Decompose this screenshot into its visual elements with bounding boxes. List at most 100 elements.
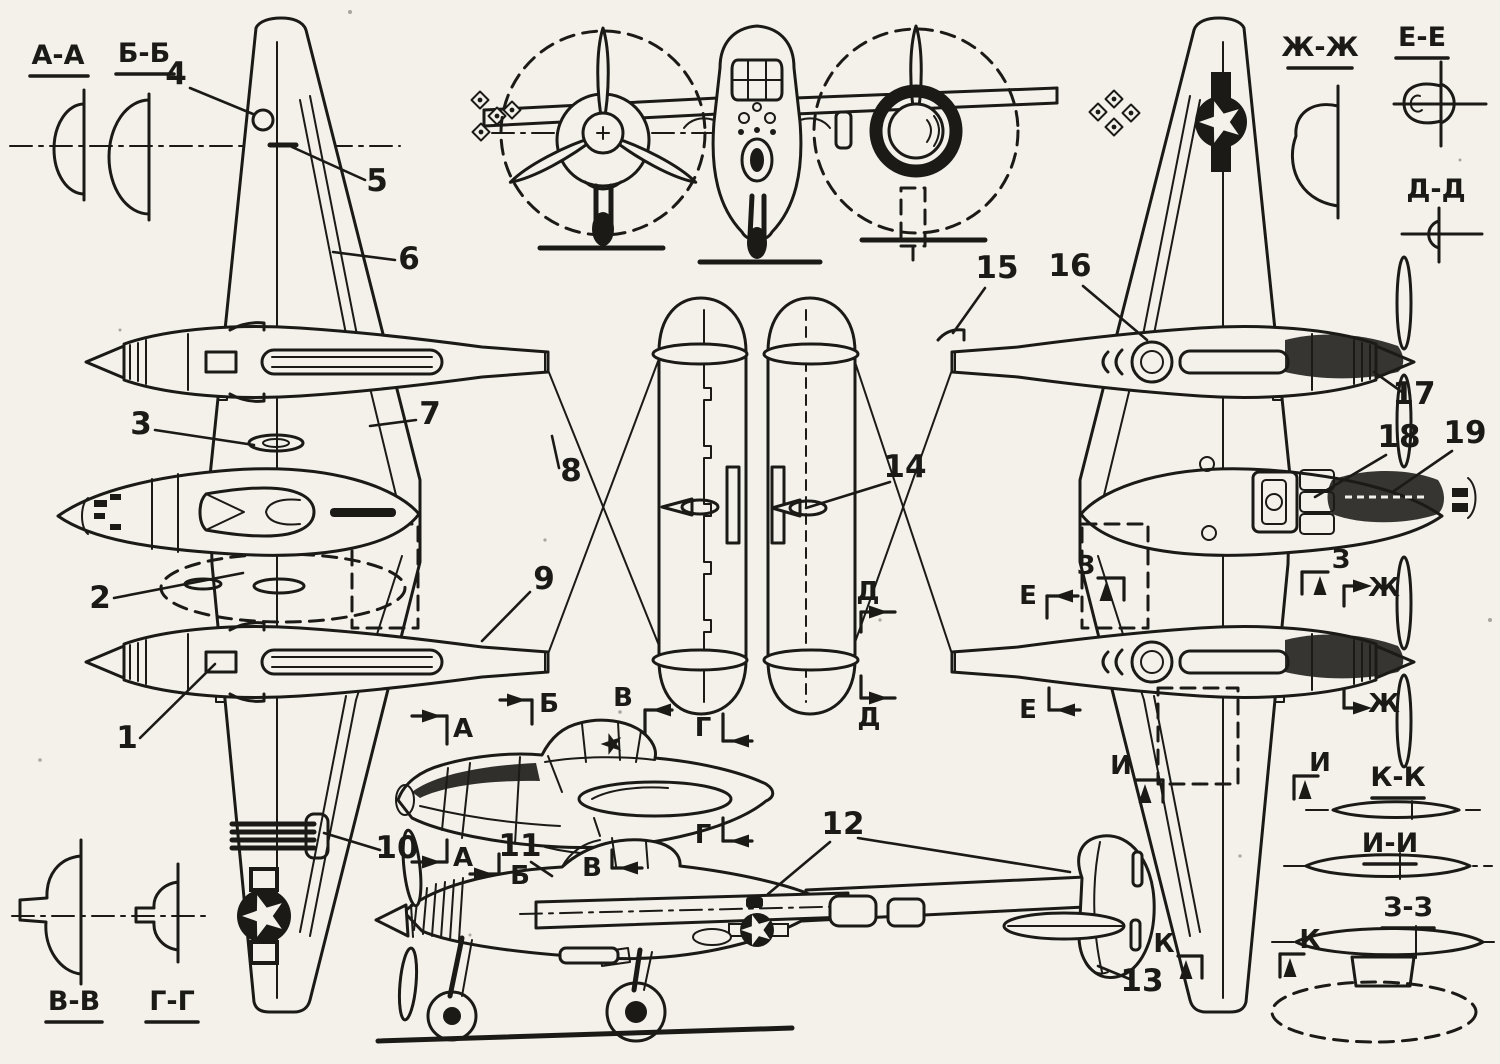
cut-letter: Г	[695, 713, 712, 743]
radiator-ribs	[229, 812, 330, 860]
section-label: З-З	[1383, 892, 1433, 923]
callout-leader	[951, 286, 987, 335]
cut-letter: Ж	[1368, 689, 1400, 719]
cut-arrow	[1313, 576, 1327, 595]
callout-leader	[368, 418, 418, 428]
cut-arrow	[422, 709, 441, 723]
cut-arrow	[1138, 784, 1152, 803]
callout-number: 9	[533, 561, 555, 597]
front-fuselage-pod	[683, 24, 831, 265]
callout-number: 6	[398, 241, 420, 277]
callout-number: 5	[366, 163, 388, 199]
section-label: Ж-Ж	[1281, 32, 1358, 63]
front-view	[470, 24, 1141, 266]
side-view	[374, 817, 1156, 1044]
star-insignia-right-wing	[1195, 72, 1247, 172]
callout-leader	[153, 428, 256, 447]
section-label: Е-Е	[1398, 22, 1446, 53]
callout-number: 3	[130, 406, 152, 442]
tail-fins-detail	[547, 296, 953, 716]
cut-arrow	[652, 703, 671, 717]
gear-bay-dashed	[1156, 686, 1240, 786]
cut-arrow	[1353, 701, 1372, 715]
cut-arrow	[869, 691, 888, 705]
plan-view-top	[56, 16, 550, 1014]
star-insignia-side	[728, 913, 789, 947]
callout-number: 10	[375, 830, 418, 866]
adf-antenna	[746, 897, 763, 908]
cut-arrow	[1353, 579, 1372, 593]
section-label: В-В	[48, 986, 100, 1017]
drop-tank-dashed	[1270, 980, 1478, 1044]
cut-arrow	[1283, 958, 1297, 977]
callout-number: 17	[1392, 376, 1435, 412]
section-view-k-k	[1305, 800, 1481, 820]
callout-leader	[290, 145, 367, 182]
section-view-d-d	[1400, 206, 1484, 264]
cockpit-pod-bottom	[1199, 456, 1477, 541]
cut-arrow	[869, 605, 888, 619]
callout-number: 7	[419, 396, 441, 432]
cut-letter: К	[1153, 929, 1174, 959]
plan-view-bottom	[936, 16, 1477, 1014]
cowl-hatching	[413, 877, 464, 941]
cut-arrow	[1099, 582, 1113, 601]
section-view-b-b	[107, 92, 151, 222]
cut-arrow	[1298, 780, 1312, 799]
cut-letter: Д	[856, 577, 879, 607]
section-label: А-А	[32, 40, 85, 71]
callout-leader	[138, 662, 217, 740]
exhaust-stain-top	[1285, 334, 1404, 379]
callout-number: 18	[1377, 419, 1420, 455]
fin-left	[651, 296, 749, 716]
callout-leader	[550, 434, 561, 470]
callout-number: 11	[498, 828, 541, 864]
cut-letter: Д	[857, 703, 880, 733]
callout-leader	[766, 840, 832, 896]
callout-leader	[188, 86, 255, 116]
cut-letter: А	[453, 714, 473, 744]
prop-blade	[1395, 673, 1413, 769]
cut-letter: Ж	[1368, 573, 1400, 603]
prop-blade	[1395, 255, 1413, 351]
callout-number: 14	[883, 449, 926, 485]
section-view-g-g	[134, 862, 180, 964]
callout-leader	[112, 571, 245, 600]
cut-letter: З	[1332, 545, 1350, 575]
bomb-rack-symbols-right	[1088, 89, 1141, 137]
cut-arrow	[507, 693, 526, 707]
cut-letter: К	[1299, 925, 1320, 955]
callout-leader	[1372, 370, 1404, 394]
bomb-rack-symbols-left	[470, 90, 522, 142]
cut-letter: Е	[1019, 695, 1037, 725]
section-label: Г-Г	[149, 986, 195, 1017]
scan-noise	[38, 10, 1492, 937]
section-label: Б-Б	[118, 38, 170, 69]
callout-number: 19	[1443, 415, 1486, 451]
callout-leader	[480, 590, 532, 643]
front-engine-right	[859, 24, 988, 266]
callout-number: 2	[89, 580, 111, 616]
callout-number: 8	[560, 453, 582, 489]
section-label: Д-Д	[1406, 174, 1465, 205]
callout-leader	[331, 250, 397, 262]
wingtip-light	[251, 108, 275, 132]
exhaust-stain-bottom	[1285, 634, 1404, 679]
cut-arrow	[422, 855, 441, 869]
cut-arrow	[1179, 960, 1193, 979]
section-view-zh-zh	[1291, 84, 1340, 220]
cut-letter: И	[1110, 751, 1132, 781]
callout-leader	[1096, 964, 1134, 982]
prop-blade	[1395, 373, 1413, 469]
cut-arrow	[730, 834, 749, 848]
side-tail-fin	[1002, 834, 1156, 980]
cut-letter: А	[453, 843, 473, 873]
callout-leader	[529, 860, 554, 878]
callout-number: 15	[975, 250, 1018, 286]
callout-number: 13	[1120, 963, 1163, 999]
section-view-z-z	[1270, 925, 1497, 1044]
